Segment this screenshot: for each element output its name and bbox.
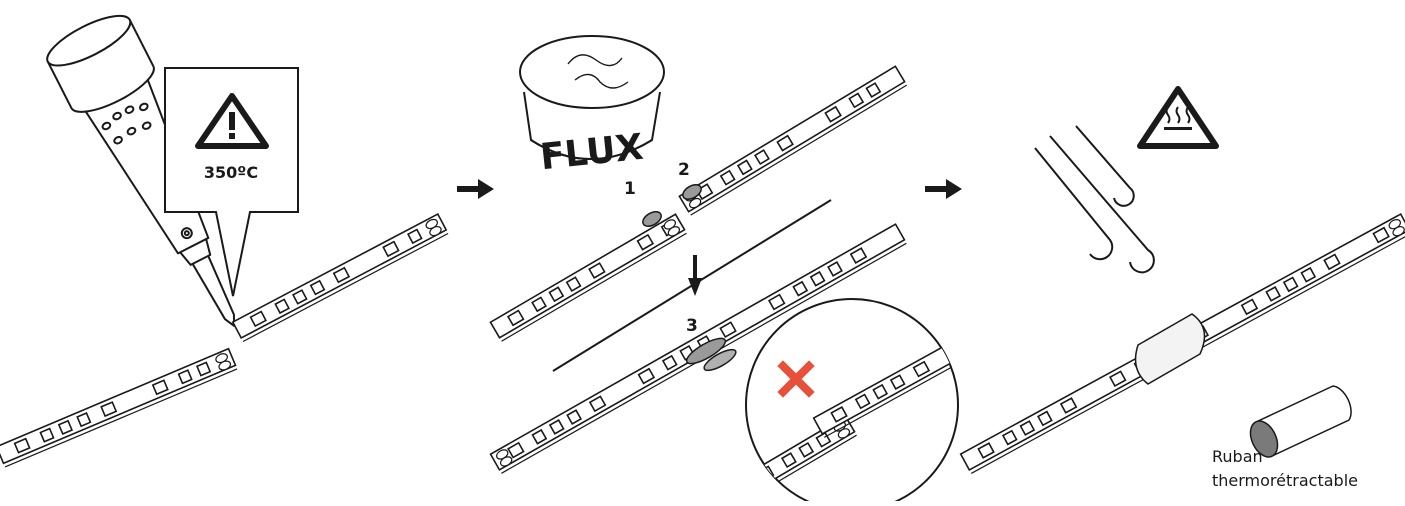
hot-air-icon [1034,125,1155,274]
led-strip-lower-half [489,213,687,342]
panel-3-heat-shrink: Ruban thermorétractable [959,86,1405,490]
tape-label-line-2: thermorétractable [1212,471,1358,490]
heat-shrink-tube-icon [1249,385,1352,458]
warning-callout: 350ºC [164,67,299,297]
error-cross-icon [777,360,815,398]
led-strip-lower-left [0,347,238,468]
tape-label-line-1: Ruban [1212,447,1263,466]
flux-jar-icon: FLUX [519,35,665,178]
next-step-arrow-icon-2 [925,179,962,199]
temperature-label: 350ºC [204,163,258,182]
solder-blob-pad-2 [682,184,702,200]
step-marker-1: 1 [624,179,636,199]
step-marker-3: 3 [686,316,698,336]
heat-shrink-sleeve [1134,313,1206,385]
solder-joint [685,337,727,365]
led-strip-upper-right [231,212,449,343]
step-marker-2: 2 [678,160,690,180]
warning-icon [195,93,269,149]
solder-joint-2 [703,348,737,372]
down-arrow-icon [688,255,702,296]
next-step-arrow-icon [457,179,494,199]
solder-blob-pad-1 [642,211,662,227]
panel-1-solder-pads: 350ºC [0,14,449,468]
panel-2-flux-and-join: FLUX 1 2 3 [489,35,959,501]
led-strip-upper-half [678,65,908,216]
wrong-joint-magnifier [745,298,959,501]
hot-surface-icon [1137,86,1219,149]
led-strip-joined [489,223,907,474]
